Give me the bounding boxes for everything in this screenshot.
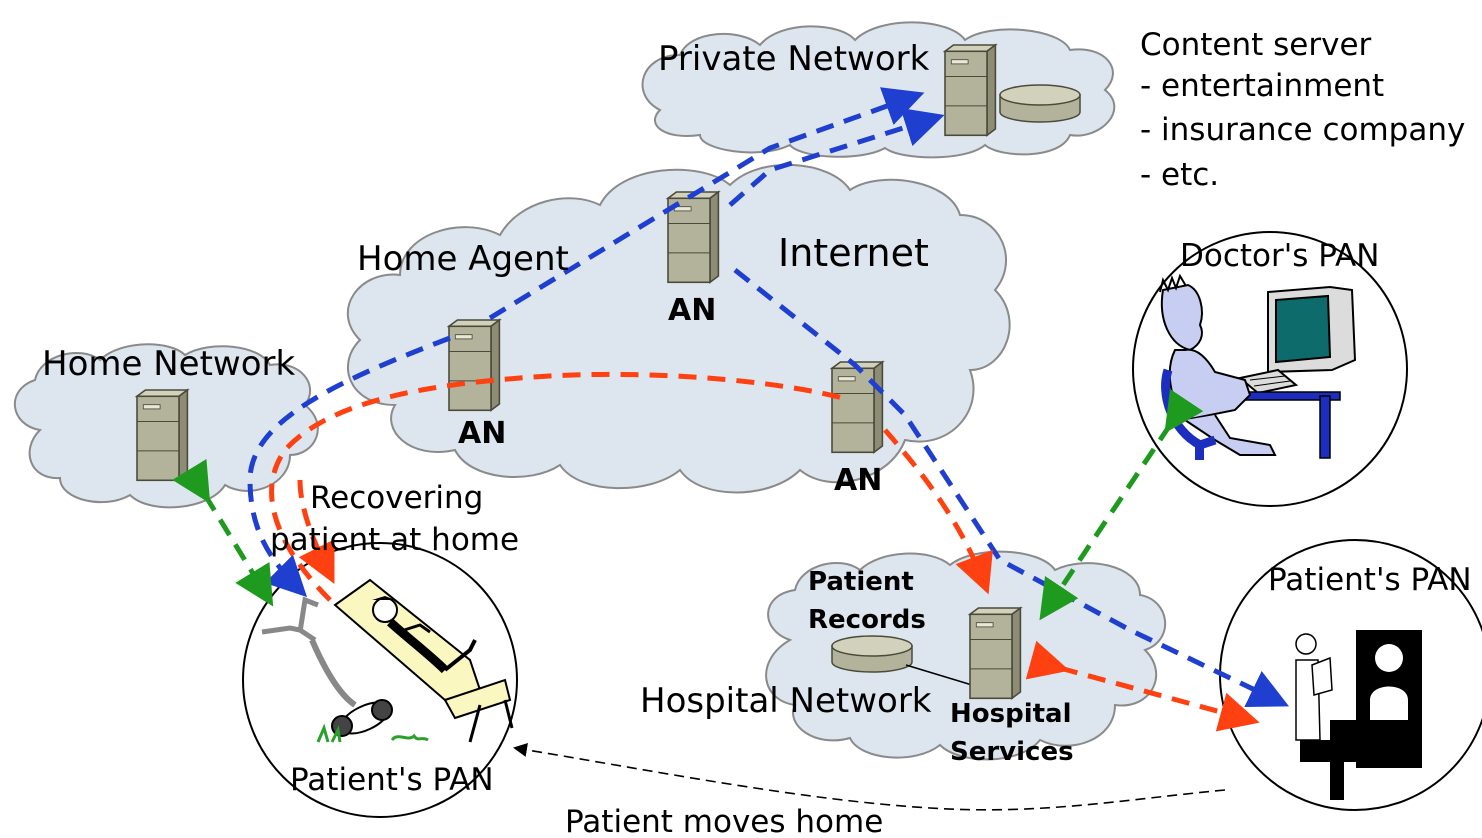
red-path-hospital-patient-bidirectional [1025, 640, 1260, 732]
red-path-home-to-patient [297, 479, 335, 584]
private-network-label: Private Network [658, 39, 930, 79]
internet-label: Internet [778, 231, 929, 275]
patient-records-label-line2: Records [808, 605, 926, 635]
red-path-an-to-hospital [883, 428, 993, 595]
patient-in-bed-icon [1295, 630, 1422, 800]
content-server-item: - entertainment [1140, 68, 1384, 104]
doctor-at-computer-icon [1159, 273, 1357, 460]
recovering-label-line2: patient at home [270, 522, 519, 558]
content-server-title: Content server [1140, 27, 1372, 63]
green-path-home-server-to-patient [172, 458, 274, 607]
blue-path-an-to-private [728, 107, 945, 207]
patient-home-pan-circle [242, 542, 518, 818]
hospital-services-label-line1: Hospital [950, 699, 1072, 729]
an-right-label: AN [834, 463, 882, 498]
home-network-label: Home Network [42, 344, 295, 384]
hospital-network-label: Hospital Network [640, 681, 932, 721]
an-right-server-icon [831, 361, 884, 454]
lawn-mower-icon [261, 596, 429, 743]
doctor-pan-label: Doctor's PAN [1180, 238, 1379, 274]
patient-records-label-line1: Patient [808, 567, 914, 597]
hospital-services-server-icon [969, 607, 1022, 700]
content-server-icon [944, 44, 1081, 137]
home-network-server-icon [136, 389, 189, 482]
content-server-item: - etc. [1140, 157, 1219, 193]
red-path-an-arc [269, 371, 851, 602]
patient-hospital-pan-label: Patient's PAN [1268, 562, 1472, 598]
patient-home-pan-label: Patient's PAN [290, 762, 494, 798]
patient-moves-home-label: Patient moves home [565, 804, 883, 838]
recovering-label-line1: Recovering [310, 480, 483, 516]
records-connection-line [905, 664, 973, 686]
an-left-server-icon [448, 319, 501, 412]
an-top-label: AN [668, 293, 716, 328]
blue-path-home-agent-to-private [488, 87, 925, 321]
blue-path-internet-to-hospital-patient [733, 268, 1290, 708]
content-server-item: - insurance company [1140, 112, 1465, 148]
an-left-label: AN [458, 416, 506, 451]
patient-on-lounge-chair-icon [333, 578, 514, 743]
home-agent-label: Home Agent [357, 239, 569, 279]
hospital-services-label-line2: Services [950, 737, 1074, 767]
private-network-cloud [641, 21, 1116, 159]
patient-records-disk-icon [831, 635, 913, 673]
green-path-doctor-to-hospital [1039, 388, 1204, 621]
patient-moves-home-path [513, 743, 1226, 811]
